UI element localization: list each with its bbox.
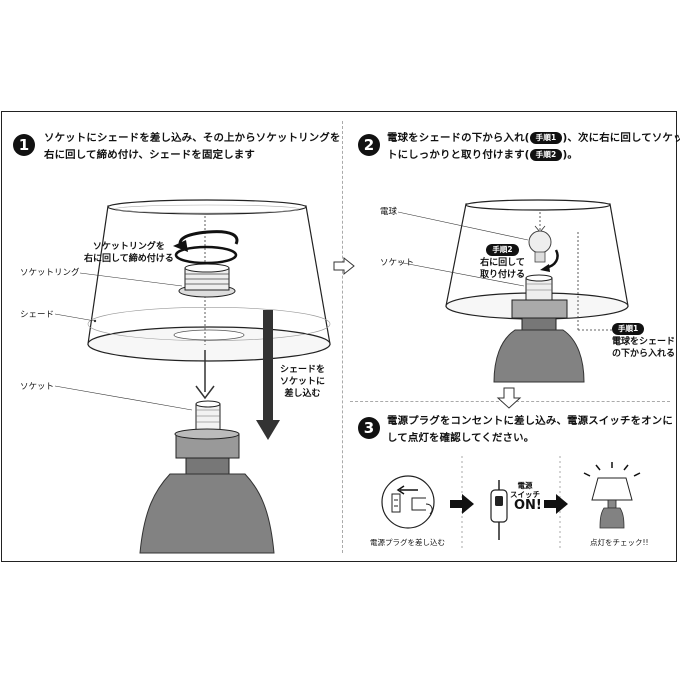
switch-label: 電源 スイッチ — [510, 481, 540, 499]
insert-shade-line-3: 差し込む — [284, 389, 321, 399]
step2-callout: 手順2 右に回して 取り付ける — [480, 244, 525, 281]
shade-label: シェード — [20, 310, 55, 320]
step-3-instruction: 電源プラグをコンセントに差し込み、電源スイッチをオンに して点灯を確認してくださ… — [387, 413, 673, 447]
insert-shade-line-1: シェードを — [280, 365, 326, 375]
step1-callout-line-2: の下から入れる — [612, 349, 676, 359]
step-2-badge-1: 手順1 — [529, 132, 563, 144]
step2-callout-line-1: 右に回して — [480, 258, 525, 268]
step-1-number: 1 — [13, 134, 35, 156]
step-3-line-1: 電源プラグをコンセントに差し込み、電源スイッチをオンに — [387, 415, 673, 427]
step-2-number: 2 — [358, 134, 380, 156]
switch-label-line-2: スイッチ — [510, 490, 540, 499]
socket-label: ソケット — [20, 382, 55, 392]
bulb-label: 電球 — [380, 207, 398, 217]
step-1-line-1: ソケットにシェードを差し込み、その上からソケットリングを — [44, 132, 341, 144]
lamp-assembly-illustration — [54, 199, 331, 554]
step-2-line-1-pre: 電球をシェードの下から入れ( — [387, 132, 530, 144]
step-2-line-2-pre: トにしっかりと取り付けます( — [387, 149, 530, 161]
step-2-badge-2: 手順2 — [529, 149, 563, 161]
next-step-arrow-icon — [333, 256, 355, 276]
step-2-line-2: トにしっかりと取り付けます(手順2)。 — [387, 147, 680, 164]
tighten-ring-line-1: ソケットリングを — [92, 242, 165, 252]
step2-callout-badge: 手順2 — [486, 244, 519, 256]
step1-callout: 手順1 電球をシェード の下から入れる — [612, 323, 675, 360]
insert-shade-callout: シェードを ソケットに 差し込む — [280, 364, 325, 400]
step-2-instruction: 電球をシェードの下から入れ(手順1)、次に右に回してソケッ トにしっかりと取り付… — [387, 130, 680, 164]
insert-shade-line-2: ソケットに — [280, 377, 326, 387]
on-label: ON! — [514, 498, 542, 513]
step-1-line-2: 右に回して締め付け、シェードを固定します — [44, 149, 255, 161]
step1-callout-line-1: 電球をシェード — [612, 337, 676, 347]
step-2-line-2-post: )。 — [562, 149, 579, 161]
socket-label-2: ソケット — [380, 258, 415, 268]
vertical-divider — [342, 121, 343, 553]
step1-callout-badge: 手順1 — [612, 323, 645, 335]
step-3-number: 3 — [358, 417, 380, 439]
check-caption: 点灯をチェック!! — [590, 538, 649, 547]
tighten-ring-callout: ソケットリングを 右に回して締め付ける — [84, 241, 174, 265]
step-1-instruction: ソケットにシェードを差し込み、その上からソケットリングを 右に回して締め付け、シ… — [44, 130, 341, 164]
step-2-line-1: 電球をシェードの下から入れ(手順1)、次に右に回してソケッ — [387, 130, 680, 147]
socket-ring-label: ソケットリング — [20, 268, 80, 278]
tighten-ring-line-2: 右に回して締め付ける — [84, 254, 174, 264]
step2-callout-line-2: 取り付ける — [480, 270, 526, 280]
bulb-installation-illustration — [397, 199, 629, 409]
plug-caption: 電源プラグを差し込む — [370, 538, 445, 547]
switch-label-line-1: 電源 — [517, 481, 533, 490]
step-2-line-1-post: )、次に右に回してソケッ — [562, 132, 680, 144]
step-3-line-2: して点灯を確認してください。 — [387, 432, 535, 444]
